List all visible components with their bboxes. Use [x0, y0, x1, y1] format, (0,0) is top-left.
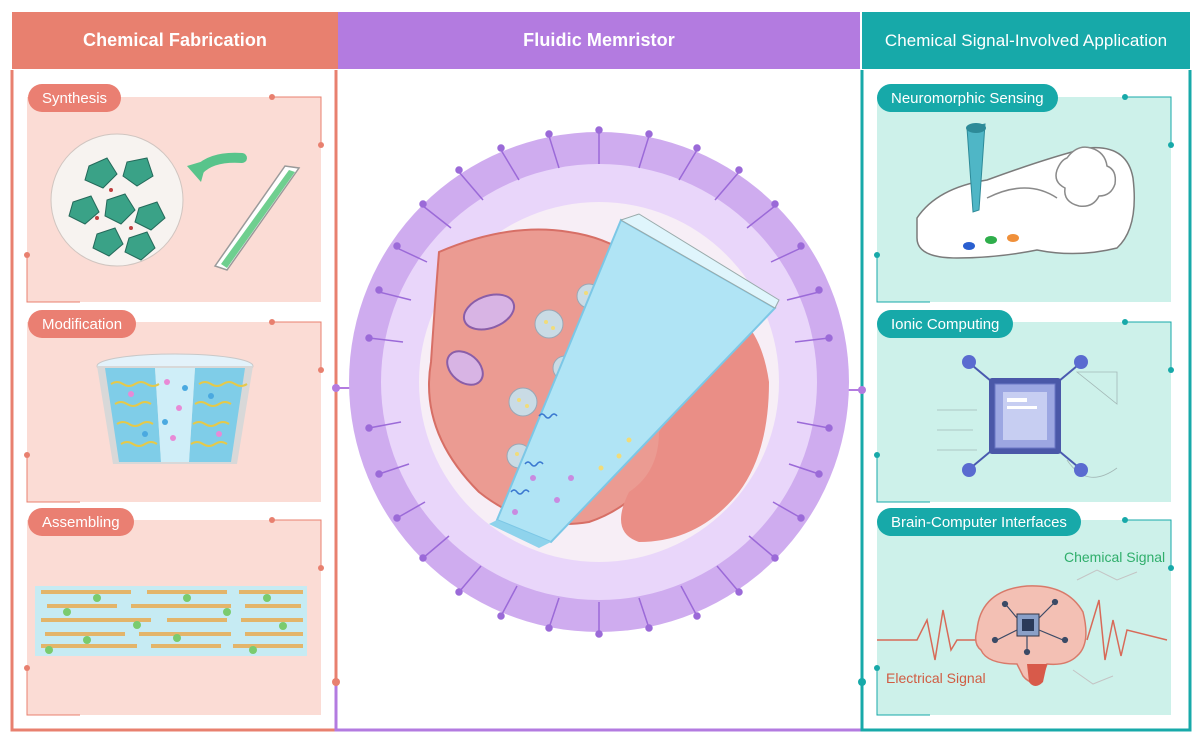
- left-section-header: Chemical Fabrication: [12, 12, 338, 69]
- assembling-label: Assembling: [28, 508, 134, 536]
- synthesis-label: Synthesis: [28, 84, 122, 112]
- computing-illustration: [937, 355, 1118, 478]
- left-connector-lines: [24, 94, 324, 716]
- computing-label: Ionic Computing: [877, 310, 1014, 338]
- right-section-header: Chemical Signal-Involved Application: [862, 12, 1190, 69]
- bci-label: Brain-Computer Interfaces: [877, 508, 1081, 536]
- assembling-illustration: [35, 586, 307, 656]
- chemical-signal-label: Chemical Signal: [1064, 549, 1166, 565]
- left-section-title: Chemical Fabrication: [82, 30, 268, 50]
- memristor-illustration: [349, 126, 849, 638]
- synthesis-illustration: [50, 133, 301, 271]
- modification-illustration: [96, 353, 254, 464]
- modification-label: Modification: [28, 310, 137, 338]
- center-section-header: Fluidic Memristor: [338, 12, 860, 69]
- bci-illustration: [877, 569, 1168, 686]
- sensing-illustration: [916, 123, 1136, 259]
- center-section-title: Fluidic Memristor: [523, 30, 675, 50]
- electrical-signal-label: Electrical Signal: [886, 670, 986, 686]
- sensing-label: Neuromorphic Sensing: [877, 84, 1058, 112]
- right-section-title: Chemical Signal-Involved Application: [884, 30, 1168, 50]
